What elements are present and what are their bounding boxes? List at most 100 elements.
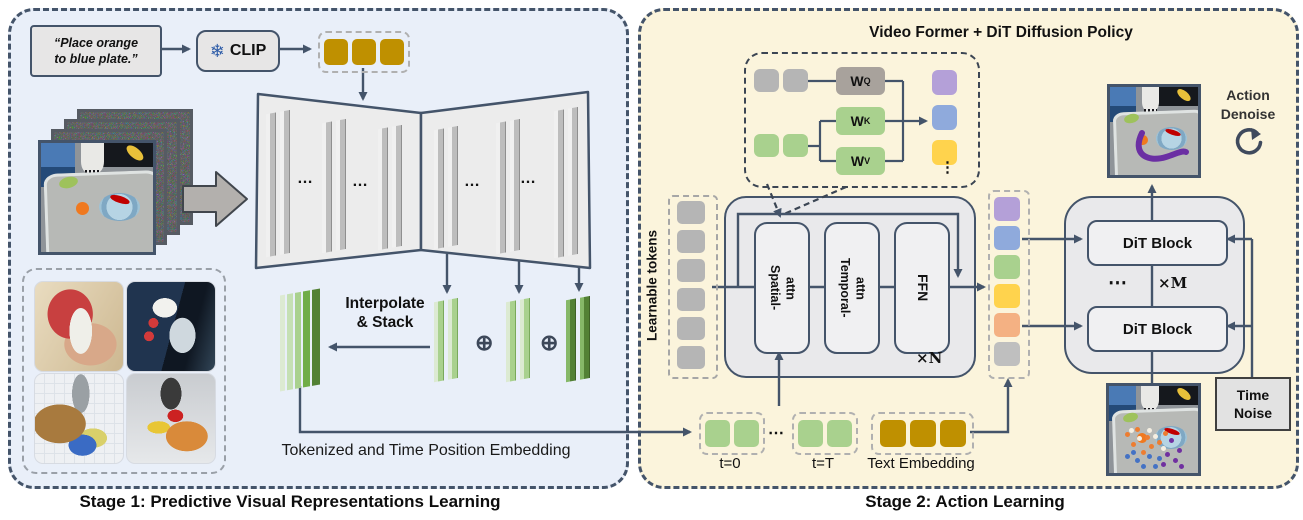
instruction-text: “Place orange to blue plate.” xyxy=(53,35,139,66)
robot-observation-image xyxy=(38,140,156,255)
action-output-image xyxy=(1107,84,1201,178)
vertical-dots: ⋮ xyxy=(940,159,955,176)
dit-block-bottom: DiT Block xyxy=(1087,306,1228,352)
tT-token-group xyxy=(792,412,858,455)
t0-label: t=0 xyxy=(719,455,741,472)
output-token-gray xyxy=(994,342,1020,366)
ellipsis: … xyxy=(464,173,481,190)
dark-background xyxy=(99,143,153,167)
language-token xyxy=(324,39,348,65)
stacked-embedding-slabs xyxy=(280,288,320,392)
text-embedding-label: Text Embedding xyxy=(867,455,975,472)
repeat-n-label: ×N xyxy=(916,349,943,367)
interpolate-stack-label: Interpolate & Stack xyxy=(345,295,425,332)
sample-image-fruits xyxy=(126,373,216,464)
timeline-dots: ⋯ xyxy=(768,425,784,442)
sample-image-mug xyxy=(34,281,124,372)
query-token xyxy=(783,69,808,92)
ellipsis: … xyxy=(297,170,314,187)
visual-token xyxy=(705,420,730,447)
sample-image-basket xyxy=(34,373,124,464)
language-token xyxy=(352,39,376,65)
noise-dots xyxy=(1119,426,1124,431)
visual-token-slabs-dark xyxy=(566,295,591,383)
noisy-action-image xyxy=(1106,383,1201,476)
dataset-samples-box xyxy=(22,268,226,474)
feature-maps xyxy=(322,118,347,254)
output-token-orange xyxy=(994,313,1020,337)
temporal-attn-block: Temporal- attn xyxy=(824,222,880,354)
ffn-block: FFN xyxy=(894,222,950,354)
learnable-token xyxy=(677,346,705,369)
stage2-caption: Stage 2: Action Learning xyxy=(865,492,1065,511)
input-arrow xyxy=(182,171,248,227)
orange-object xyxy=(1136,432,1148,444)
clip-encoder-box: ❄ CLIP xyxy=(196,30,280,72)
sample-image-machine xyxy=(126,281,216,372)
learnable-token xyxy=(677,230,705,253)
query-token xyxy=(754,69,779,92)
attn-output-token-purple xyxy=(932,70,957,95)
text-token xyxy=(939,420,966,447)
time-noise-box: Time Noise xyxy=(1215,377,1291,431)
visual-token xyxy=(798,420,823,447)
dit-dots: ⋯ xyxy=(1108,273,1127,294)
oplus-icon: ⊕ xyxy=(540,330,559,355)
language-token xyxy=(380,39,404,65)
clip-label: CLIP xyxy=(229,42,267,59)
ellipsis: … xyxy=(520,170,537,187)
learnable-token xyxy=(677,288,705,311)
output-token-yellow xyxy=(994,284,1020,308)
learnable-token xyxy=(677,317,705,340)
language-token-group xyxy=(318,31,410,73)
ellipsis: … xyxy=(352,173,369,190)
stage2-title: Video Former + DiT Diffusion Policy xyxy=(869,24,1133,41)
learnable-tokens-label: Learnable tokens xyxy=(644,229,660,342)
learnable-token xyxy=(677,259,705,282)
visual-token xyxy=(827,420,852,447)
repeat-m-label: ×M xyxy=(1158,274,1188,292)
attn-output-token-blue xyxy=(932,105,957,130)
spatial-attn-label: Spatial- attn xyxy=(768,265,798,311)
spatial-attn-block: Spatial- attn xyxy=(754,222,810,354)
feature-maps xyxy=(554,106,579,259)
robot-arm xyxy=(1141,386,1159,411)
t0-token-group xyxy=(699,412,765,455)
key-value-token xyxy=(754,134,779,157)
temporal-attn-label: Temporal- attn xyxy=(838,258,868,318)
snowflake-icon: ❄ xyxy=(209,40,225,61)
denoise-cycle-icon xyxy=(1235,128,1263,155)
tT-label: t=T xyxy=(811,455,835,472)
ffn-label: FFN xyxy=(914,274,931,302)
attention-detail-box xyxy=(744,52,980,188)
text-embedding-group xyxy=(871,412,974,455)
visual-token-slabs xyxy=(506,297,531,383)
visual-token xyxy=(734,420,759,447)
output-token-blue xyxy=(994,226,1020,250)
output-token-purple xyxy=(994,197,1020,221)
orange-object xyxy=(75,201,90,215)
action-trajectory xyxy=(1135,130,1189,162)
text-token xyxy=(909,420,936,447)
dit-block-top: DiT Block xyxy=(1087,220,1228,266)
feature-maps xyxy=(434,125,459,250)
learnable-token-column xyxy=(668,195,718,379)
robot-arm xyxy=(81,143,104,174)
attn-output-token-yellow xyxy=(932,140,957,165)
feature-maps xyxy=(496,118,521,255)
key-value-token xyxy=(783,134,808,157)
robot-arm xyxy=(1141,87,1160,112)
instruction-box: “Place orange to blue plate.” xyxy=(30,25,162,77)
tokenized-caption: Tokenized and Time Position Embedding xyxy=(281,442,571,459)
learnable-token xyxy=(677,201,705,224)
output-token-green xyxy=(994,255,1020,279)
orange-object xyxy=(1137,134,1148,146)
feature-maps xyxy=(378,124,403,251)
action-denoise-label: Action Denoise xyxy=(1220,87,1276,122)
feature-maps xyxy=(266,109,291,258)
text-token xyxy=(879,420,906,447)
